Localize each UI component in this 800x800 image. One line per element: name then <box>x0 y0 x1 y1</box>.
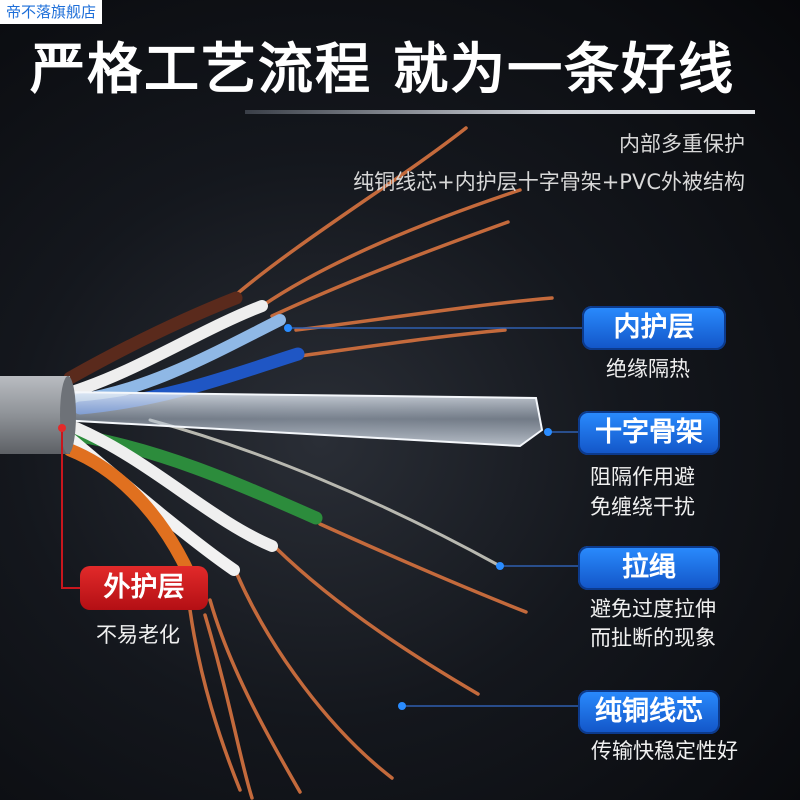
copper-strand <box>208 598 302 794</box>
copper-strand <box>294 296 554 332</box>
leader-dots <box>58 324 552 710</box>
rip-cord-desc-line1: 避免过度拉伸 <box>590 597 716 621</box>
cross-spline <box>59 390 544 448</box>
inner-sheath-desc: 绝缘隔热 <box>606 357 690 381</box>
copper-strand <box>274 546 480 696</box>
white-green-wire <box>70 422 278 552</box>
cross-spline-label: 十字骨架 <box>578 411 720 455</box>
copper-core-desc: 传输快稳定性好 <box>591 739 738 763</box>
copper-strand <box>318 522 528 614</box>
cross-spline-desc-line1: 阻隔作用避 <box>590 465 695 489</box>
subtitle-line1: 内部多重保护 <box>619 132 745 156</box>
title-divider <box>245 110 755 114</box>
page-title: 严格工艺流程 就为一条好线 <box>30 37 736 101</box>
copper-strand <box>260 188 522 308</box>
copper-strand <box>188 608 242 792</box>
outer-jacket-label: 外护层 <box>80 566 208 610</box>
copper-core-label: 纯铜线芯 <box>578 690 720 734</box>
cross-spline-desc-line2: 免缠绕干扰 <box>590 495 695 519</box>
copper-strand <box>230 126 468 300</box>
inner-sheath-label: 内护层 <box>582 306 726 350</box>
rip-cord-label: 拉绳 <box>578 546 720 590</box>
copper-strand <box>234 570 394 780</box>
copper-strand <box>203 613 254 800</box>
store-watermark: 帝不落旗舰店 <box>0 0 103 24</box>
brown-wire <box>63 291 243 385</box>
rip-cord-desc-line2: 而扯断的现象 <box>590 626 716 650</box>
copper-strands <box>188 126 554 800</box>
rip-cord <box>148 418 502 568</box>
outer-jacket-desc: 不易老化 <box>96 623 180 647</box>
subtitle-line2: 纯铜线芯+内护层十字骨架+PVC外被结构 <box>353 170 745 194</box>
white-wire <box>66 300 268 398</box>
copper-strand <box>298 328 507 358</box>
copper-strand <box>270 220 510 318</box>
outer-jacket <box>0 376 76 454</box>
